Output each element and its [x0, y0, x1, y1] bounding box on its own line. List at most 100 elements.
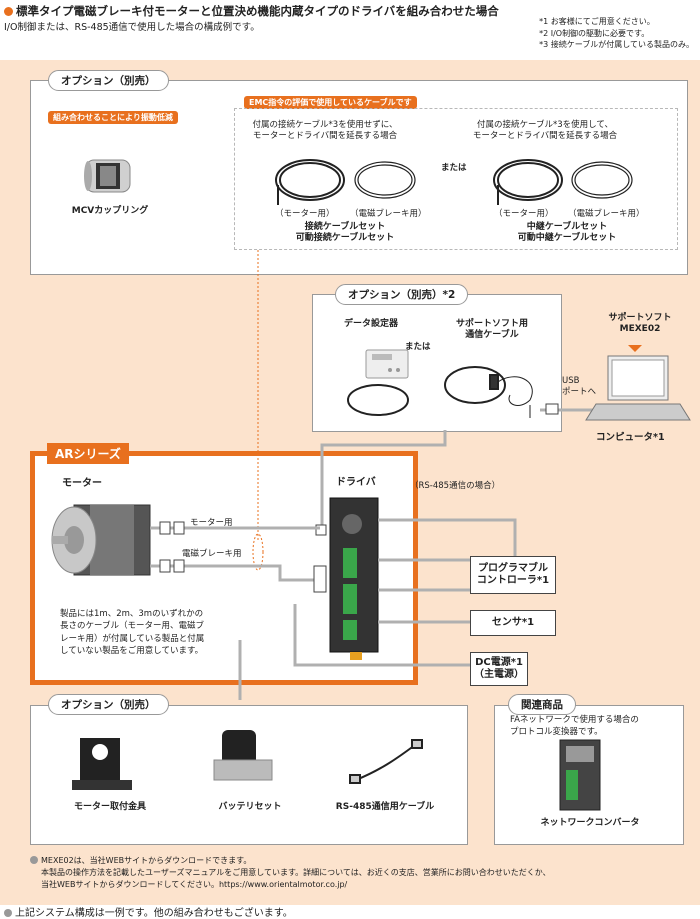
bullet-icon: [4, 7, 13, 16]
usb-line2: ポートへ: [562, 386, 597, 397]
brake-use-right: （電磁ブレーキ用）: [568, 209, 645, 219]
motor-use-right: （モーター用）: [494, 209, 554, 219]
support-cable-line2: 通信ケーブル: [465, 330, 519, 341]
download-arrow-icon: [628, 345, 642, 352]
or-label-top: または: [441, 163, 467, 173]
software-line2: MEXE02: [619, 324, 661, 335]
driver-icon: [329, 497, 379, 660]
related-desc: FAネットワークで使用する場合の プロトコル変換器です。: [510, 715, 639, 739]
plc-line2: コントローラ*1: [476, 575, 550, 586]
computer-label: コンピュータ*1: [596, 432, 665, 443]
right-cable-set: 中継ケーブルセット 可動中継ケーブルセット: [492, 222, 642, 245]
cable-coil-icon-4: [571, 161, 633, 199]
related-desc-line1: FAネットワークで使用する場合の: [510, 715, 639, 725]
driver-comm-connector: [315, 524, 327, 536]
footnotes: *1 お客様にてご用意ください。 *2 I/O制御の駆動に必要です。 *3 接続…: [539, 16, 694, 51]
ar-desc-line4: していない製品をご用意しています。: [60, 645, 204, 656]
brake-cable: [150, 564, 320, 582]
software-label: サポートソフト MEXE02: [590, 313, 690, 336]
option-mid-title: オプション（別売）*2: [335, 284, 469, 305]
plc-line1: プログラマブル: [478, 563, 548, 574]
converter-label: ネットワークコンバータ: [540, 818, 640, 828]
note-1: *1 お客様にてご用意ください。: [539, 17, 655, 26]
ar-desc-line1: 製品には1m、2m、3mのいずれかの: [60, 609, 204, 619]
plc-box: プログラマブルコントローラ*1: [470, 556, 556, 594]
ar-description: 製品には1m、2m、3mのいずれかの 長さのケーブル（モーター用、電磁ブ レーキ…: [60, 608, 204, 657]
data-setter-icon: [347, 349, 409, 416]
rs485-cable-icon: [349, 739, 423, 784]
cable-coil-icon-1: [275, 159, 345, 205]
ar-desc-line3: レーキ用）が付属している製品と付属: [60, 633, 205, 644]
right-desc: 付属の接続ケーブル*3を使用して、 モーターとドライバ間を延長する場合: [460, 120, 630, 141]
footer-line3: 当社WEBサイトからダウンロードしてください。https://www.orien…: [41, 880, 348, 889]
bottom-note: 上記システム構成は一例です。他の組み合わせもございます。: [4, 904, 293, 919]
left-cable-set: 接続ケーブルセット 可動接続ケーブルセット: [270, 222, 420, 245]
related-title: 関連商品: [508, 694, 576, 715]
software-line1: サポートソフト: [608, 313, 672, 323]
option-bottom-title: オプション（別売）: [48, 694, 169, 715]
emc-connector-ellipse: [252, 533, 264, 571]
left-set-line2: 可動接続ケーブルセット: [295, 233, 395, 244]
usb-connector: [545, 403, 559, 415]
motor-use-left: （モーター用）: [275, 209, 335, 219]
support-cable-label: サポートソフト用 通信ケーブル: [442, 319, 542, 342]
diagram-title-text: 標準タイプ電磁ブレーキ付モーターと位置決め機能内蔵タイプのドライバを組み合わせた…: [16, 4, 499, 18]
footer-line2: 本製品の操作方法を記載したユーザーズマニュアルをご用意しています。詳細については…: [41, 868, 551, 877]
battery-label: バッテリセット: [218, 802, 282, 812]
left-desc-line1: 付属の接続ケーブル*3を使用せずに、: [252, 120, 398, 130]
note-2: *2 I/O制御の駆動に必要です。: [539, 28, 650, 38]
rs485-cable-label: RS-485通信用ケーブル: [335, 802, 435, 812]
right-desc-line1: 付属の接続ケーブル*3を使用して、: [477, 120, 613, 130]
network-converter-icon: [559, 739, 601, 811]
dc-line1: DC電源*1: [475, 657, 523, 668]
motor-connector-block: [313, 565, 327, 593]
related-box: [494, 705, 684, 845]
footer-bullet-icon: [30, 856, 38, 864]
option-top-title: オプション（別売）: [48, 70, 169, 91]
rs485-label: （RS-485通信の場合）: [410, 481, 501, 491]
driver-comm-wire: [320, 430, 447, 525]
ar-desc-line2: 長さのケーブル（モーター用、電磁ブ: [60, 621, 204, 632]
coupling-label: MCVカップリング: [71, 206, 149, 216]
ar-series-title: ARシリーズ: [47, 443, 129, 464]
motor-cable-label: モーター用: [190, 518, 233, 528]
diagram-title: 標準タイプ電磁ブレーキ付モーターと位置決め機能内蔵タイプのドライバを組み合わせた…: [4, 3, 499, 19]
note-3: *3 接続ケーブルが付属している製品のみ。: [539, 40, 694, 50]
bottom-bullet-icon: [4, 909, 12, 917]
left-desc-line2: モーターとドライバ間を延長する場合: [252, 130, 398, 141]
driver-label: ドライバ: [336, 477, 376, 488]
motor-label: モーター: [62, 478, 102, 489]
left-desc: 付属の接続ケーブル*3を使用せずに、 モーターとドライバ間を延長する場合: [240, 120, 410, 141]
dc-power-box: DC電源*1（主電源）: [470, 652, 528, 686]
brake-cable-label: 電磁ブレーキ用: [182, 549, 242, 559]
dc-wire: [293, 604, 470, 667]
cable-coil-icon-2: [354, 161, 416, 199]
usb-label: USB ポートへ: [562, 376, 596, 397]
data-setter-label: データ設定器: [344, 319, 399, 329]
motor-icon: [51, 504, 151, 576]
dc-line2: （主電源）: [474, 669, 524, 680]
footer-text: MEXE02は、当社WEBサイトからダウンロードできます。 本製品の操作方法を記…: [30, 855, 551, 891]
or-label-mid: または: [405, 342, 431, 352]
laptop-icon: [585, 355, 691, 421]
sensor-box: センサ*1: [470, 610, 556, 636]
emc-tag: EMC指令の評価で使用しているケーブルです: [244, 96, 417, 109]
related-desc-line2: プロトコル変換器です。: [510, 726, 603, 737]
brake-use-left: （電磁ブレーキ用）: [350, 209, 427, 219]
support-cable-icon: [444, 366, 533, 418]
cable-coil-icon-3: [493, 159, 563, 205]
right-desc-line2: モーターとドライバ間を延長する場合: [472, 130, 618, 141]
support-cable-line1: サポートソフト用: [455, 319, 528, 329]
right-set-line1: 中継ケーブルセット: [526, 222, 608, 232]
rs485-wire: [378, 518, 517, 556]
coupling-icon: [84, 159, 131, 193]
bracket-label: モーター取付金具: [73, 802, 146, 812]
diagram-subtitle: I/O制御または、RS-485通信で使用した場合の構成例です。: [4, 22, 260, 33]
bottom-note-text: 上記システム構成は一例です。他の組み合わせもございます。: [15, 908, 293, 919]
footer-line1: MEXE02は、当社WEBサイトからダウンロードできます。: [41, 856, 252, 865]
vibration-tag: 組み合わせることにより振動低減: [48, 111, 178, 124]
emc-dashed-area: [234, 108, 678, 250]
usb-line1: USB: [562, 376, 580, 386]
right-set-line2: 可動中継ケーブルセット: [517, 233, 617, 244]
